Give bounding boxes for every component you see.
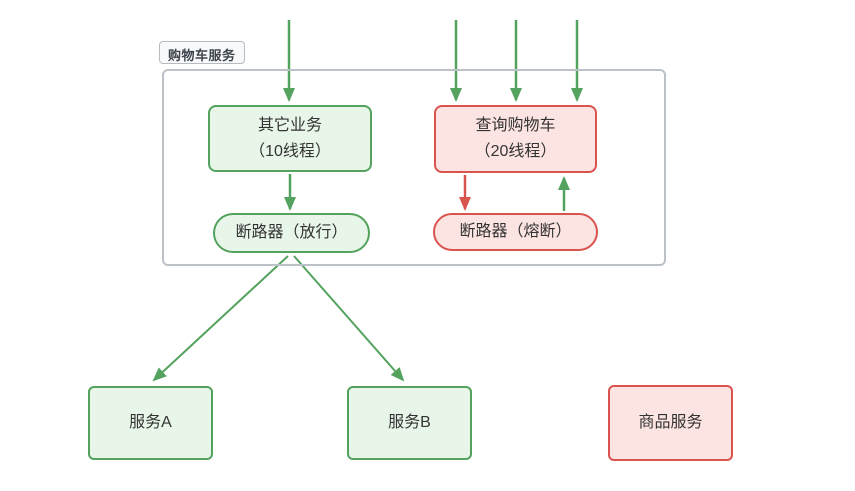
node-other-business-line1: 其它业务 [257, 116, 322, 134]
node-product-service-label: 商品服务 [638, 414, 703, 431]
node-circuit-breaker-pass-label: 断路器（放行） [235, 224, 348, 241]
node-other-business-line2: （10线程） [249, 142, 331, 160]
node-service-a-label: 服务A [129, 414, 172, 431]
node-service-a: 服务A [88, 386, 213, 460]
cart-service-group-box [162, 69, 666, 266]
arrow-breaker-pass-to-service-b [293, 255, 405, 382]
node-circuit-breaker-trip-label: 断路器（熔断） [459, 223, 572, 240]
node-service-b-label: 服务B [388, 414, 431, 431]
node-query-cart-line1: 查询购物车 [475, 117, 556, 134]
node-query-cart: 查询购物车 （20线程） [434, 105, 597, 173]
node-query-cart-line2: （20线程） [474, 143, 557, 160]
arrow-breaker-pass-to-service-a [152, 255, 289, 382]
node-product-service: 商品服务 [608, 385, 733, 461]
node-circuit-breaker-pass: 断路器（放行） [213, 213, 370, 253]
node-circuit-breaker-trip: 断路器（熔断） [433, 213, 598, 251]
cart-service-group-label: 购物车服务 [159, 41, 245, 64]
node-service-b: 服务B [347, 386, 472, 460]
node-other-business: 其它业务 （10线程） [208, 105, 372, 172]
